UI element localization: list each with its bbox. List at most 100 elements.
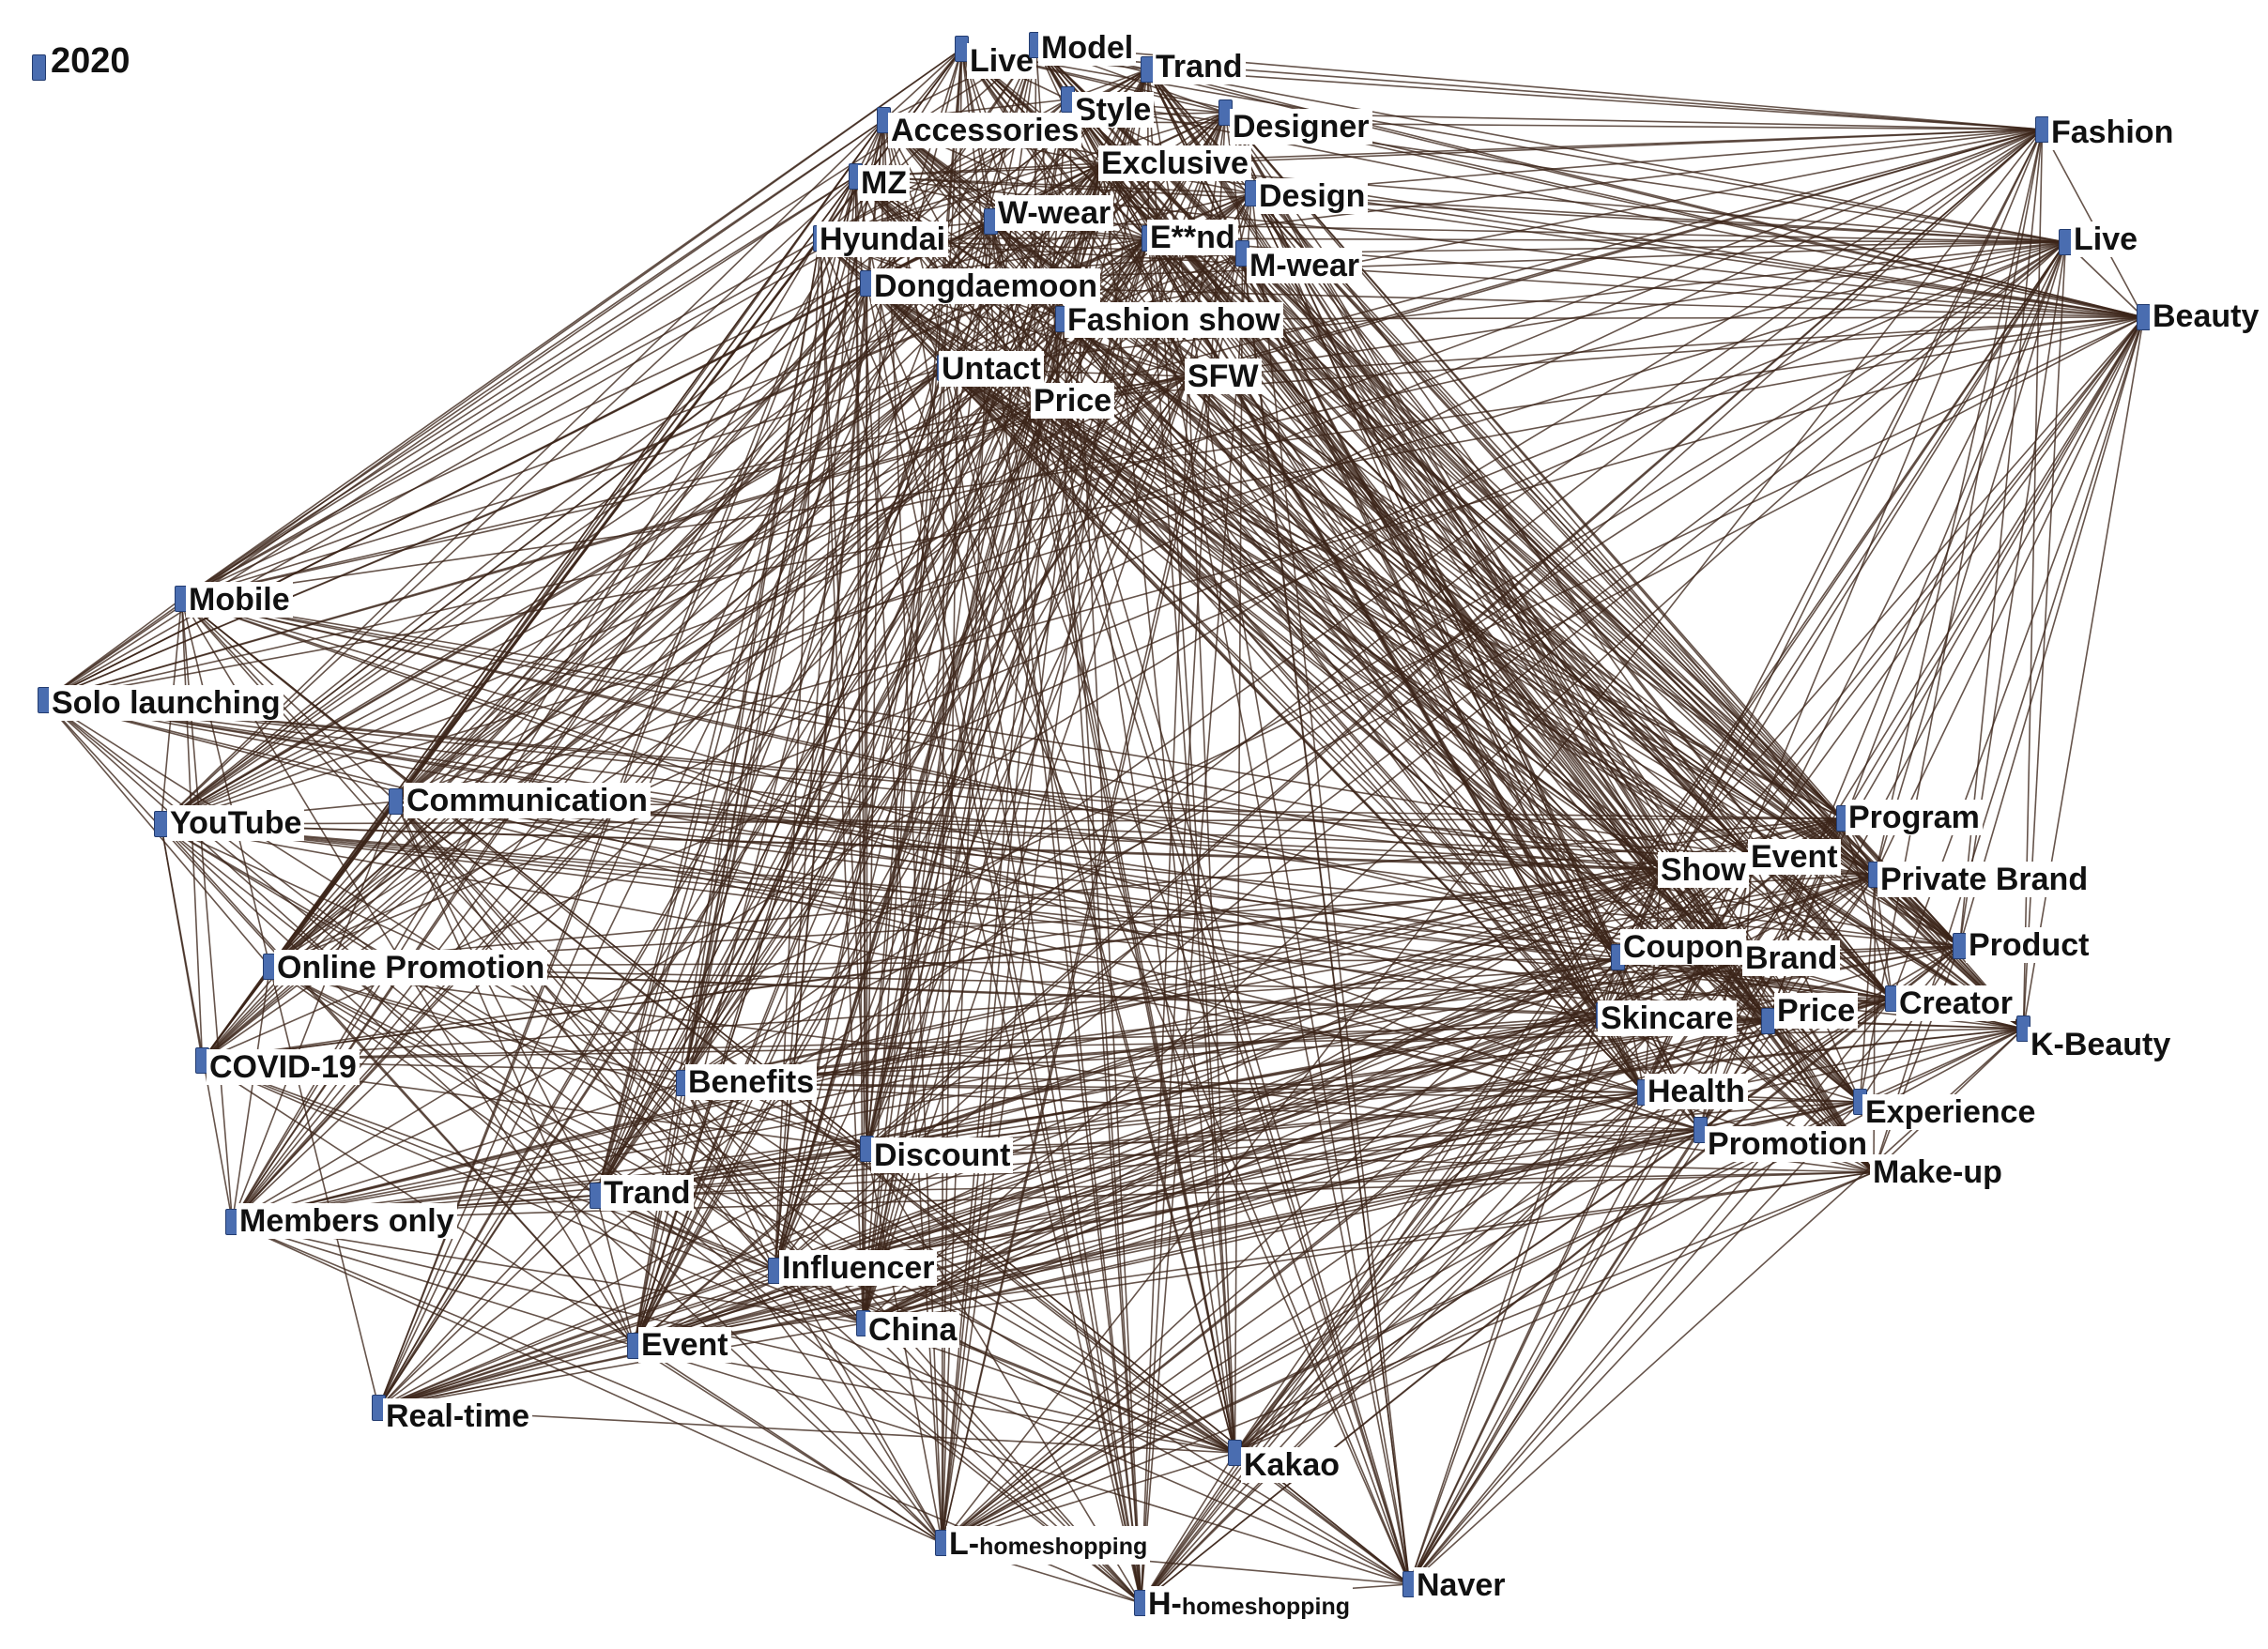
edge [1408, 1092, 1646, 1585]
edge [1874, 316, 2145, 876]
edge [201, 966, 271, 1061]
edge [378, 1322, 864, 1409]
edge [1842, 817, 1893, 1000]
edge [44, 316, 2144, 701]
edge [1188, 375, 2024, 1030]
edge [43, 699, 1142, 1604]
edge [44, 699, 1753, 858]
edge [866, 1148, 1411, 1585]
edge [595, 44, 1037, 1197]
edge [378, 956, 1618, 1409]
edge [1643, 869, 1663, 1093]
edge [1062, 129, 2043, 320]
edge [1251, 129, 2043, 194]
edge [44, 699, 864, 1324]
edge [181, 119, 884, 600]
edge [862, 241, 2067, 1324]
edge [1241, 252, 1411, 1585]
edge [1408, 1101, 1862, 1585]
edge [161, 129, 2043, 825]
edge [232, 1221, 942, 1544]
edge [862, 162, 1103, 1324]
edge [595, 192, 1253, 1197]
edge [943, 241, 2066, 369]
edge [634, 998, 1893, 1347]
edge [1234, 1129, 1701, 1454]
edge [161, 823, 1747, 959]
edge [231, 318, 1064, 1223]
edge [596, 1195, 864, 1324]
edge [1147, 69, 2066, 243]
edge [1140, 956, 1619, 1604]
edge [232, 869, 1663, 1223]
edge [1140, 1452, 1236, 1604]
edge [181, 367, 944, 600]
edge [1234, 1015, 1604, 1454]
edge [1859, 874, 1877, 1103]
edge [941, 129, 2044, 1544]
edge [634, 1171, 1875, 1347]
edge [1643, 856, 1753, 1093]
edge [180, 598, 271, 968]
edge [1700, 1028, 2024, 1131]
edge [634, 1129, 1701, 1347]
edge [634, 1028, 2024, 1347]
edge [682, 817, 1844, 1084]
edge [1767, 241, 2067, 1022]
edge [1617, 241, 2067, 958]
edge [377, 282, 868, 1409]
edge [378, 1129, 1701, 1409]
edge [682, 400, 1035, 1084]
edge [634, 1345, 1410, 1585]
edge [268, 367, 945, 968]
edge [1034, 129, 2043, 402]
edge [942, 1129, 1701, 1544]
edge [1234, 817, 1845, 1454]
edge [863, 856, 1753, 1324]
edge [1188, 375, 1619, 958]
edge [231, 801, 397, 1223]
edge [596, 957, 1747, 1197]
edge [1251, 192, 2066, 243]
edge [866, 856, 1753, 1150]
edge [1101, 162, 1753, 858]
edge [232, 1082, 683, 1223]
edge [1408, 998, 1893, 1585]
edge [44, 598, 182, 701]
edge [942, 1101, 1861, 1544]
edge [1061, 318, 1619, 958]
edge [395, 375, 1189, 802]
edge [44, 699, 1701, 1131]
edge [943, 367, 1844, 819]
edge [863, 1092, 1645, 1324]
edge [866, 367, 945, 1150]
edge [1146, 69, 1663, 871]
edge [942, 874, 1876, 1544]
edge [595, 1195, 636, 1347]
edge [866, 375, 1189, 1150]
edge [395, 129, 2043, 802]
edge [989, 221, 1411, 1585]
edge [269, 966, 1875, 1173]
edge [181, 375, 1189, 600]
edge [1408, 874, 1877, 1585]
edge [232, 1221, 864, 1324]
edge [1188, 375, 1236, 1454]
edge [942, 367, 1142, 1604]
edge [232, 856, 1753, 1223]
edge [1148, 129, 2043, 239]
edge [1661, 869, 1862, 1103]
edge [181, 176, 856, 600]
edge [161, 282, 867, 825]
edge [634, 1345, 942, 1544]
edge [232, 316, 2144, 1223]
edge [394, 801, 865, 1324]
edge [942, 367, 1646, 1093]
edge [269, 966, 867, 1150]
legend-marker-icon [32, 54, 46, 81]
edge [44, 699, 1645, 1093]
edge [1242, 241, 2066, 254]
edge [820, 237, 1189, 377]
edge [395, 367, 944, 802]
edge [1140, 869, 1663, 1604]
